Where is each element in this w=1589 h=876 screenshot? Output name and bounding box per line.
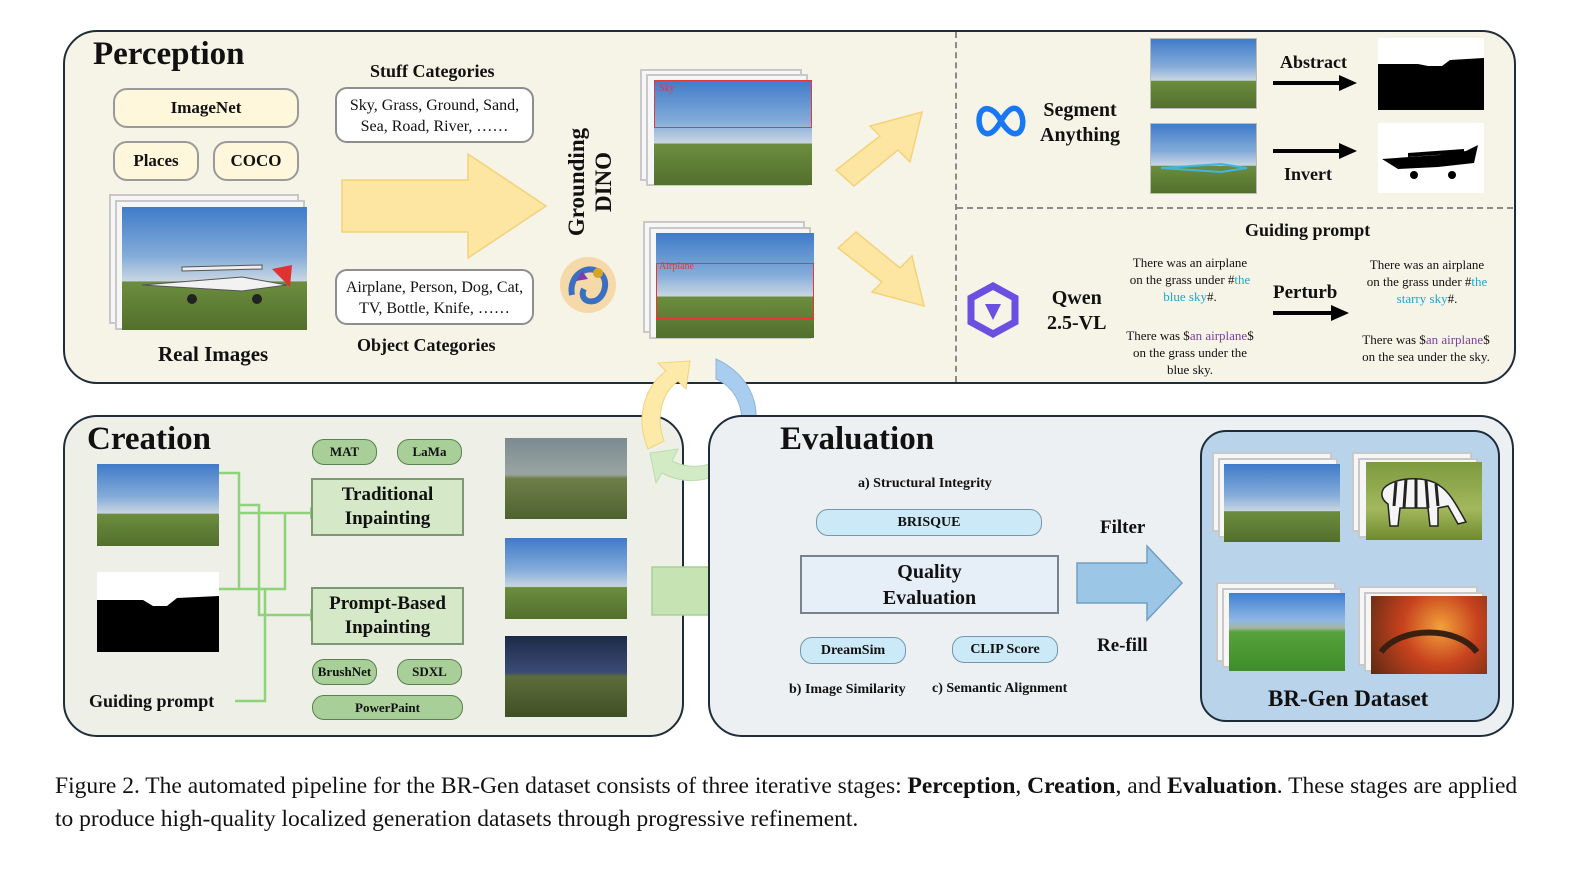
image-similarity-label: b) Image Similarity	[789, 682, 906, 697]
perception-horizontal-divider	[957, 207, 1513, 209]
refill-label: Re-fill	[1097, 635, 1148, 656]
creation-output-image-2	[505, 538, 627, 619]
method-mat: MAT	[312, 439, 377, 465]
segment-anything-label: Segment Anything	[1040, 99, 1121, 146]
perception-vertical-divider	[955, 32, 957, 382]
yellow-arrow-up	[834, 110, 924, 187]
perturb-label: Perturb	[1273, 282, 1338, 303]
prompt-2-perturbed: There was $an airplane$ on the sea under…	[1362, 332, 1490, 364]
stuff-categories-items: Sky, Grass, Ground, Sand, Sea, Road, Riv…	[349, 97, 520, 135]
dataset-coco: COCO	[213, 141, 299, 181]
abstract-arrow	[1273, 75, 1357, 91]
airplane-bbox-label: Airplane	[659, 261, 694, 272]
stuff-categories-title: Stuff Categories	[370, 61, 495, 81]
abstract-mask	[1378, 38, 1484, 110]
brisque-pill: BRISQUE	[816, 509, 1042, 536]
prompt-1-original: There was an airplane on the grass under…	[1129, 255, 1251, 304]
real-image-airplane	[122, 207, 307, 330]
airplane-result-image: Airplane	[656, 233, 814, 338]
object-categories-title: Object Categories	[357, 335, 496, 355]
figure-caption: Figure 2. The automated pipeline for the…	[55, 773, 1518, 832]
creation-connector-lines	[219, 471, 318, 703]
method-sdxl: SDXL	[397, 659, 462, 685]
prompt-1-perturbed: There was an airplane on the grass under…	[1366, 257, 1488, 306]
invert-mask	[1378, 123, 1484, 193]
zebra-icon	[1381, 478, 1468, 527]
guiding-prompt-title: Guiding prompt	[1245, 220, 1371, 240]
qwen-logo-icon	[967, 282, 1019, 338]
airplane-bbox	[656, 263, 814, 319]
method-brushnet: BrushNet	[312, 659, 377, 685]
qwen-label: Qwen 2.5-VL	[1047, 287, 1107, 334]
dataset-places: Places	[113, 141, 199, 181]
quality-evaluation-box: Quality Evaluation	[800, 555, 1059, 614]
dataset-image-airplane	[1224, 464, 1340, 542]
creation-output-image-1	[505, 438, 627, 519]
structural-integrity-label: a) Structural Integrity	[858, 476, 992, 491]
airplane-outline-icon	[1160, 162, 1248, 174]
creation-mask-shape	[97, 572, 219, 606]
dataset-imagenet: ImageNet	[113, 88, 299, 128]
sky-bbox	[654, 80, 812, 128]
dataset-image-zebra	[1366, 462, 1482, 540]
dataset-image-autumn-bridge	[1371, 596, 1487, 674]
airplane-icon	[141, 264, 292, 304]
invert-arrow	[1273, 143, 1357, 159]
traditional-inpainting-box: Traditional Inpainting	[311, 478, 464, 536]
real-images-label: Real Images	[158, 342, 269, 366]
grounding-dino-mascot-icon	[560, 257, 616, 313]
creation-output-image-3	[505, 636, 627, 717]
method-powerpaint: PowerPaint	[312, 695, 463, 720]
big-blue-arrow	[1076, 544, 1184, 622]
creation-input-image	[97, 464, 219, 546]
perturb-arrow	[1273, 305, 1349, 321]
semantic-alignment-label: c) Semantic Alignment	[932, 681, 1068, 696]
sky-bbox-label: Sky	[659, 83, 675, 94]
object-categories-items: Airplane, Person, Dog, Cat, TV, Bottle, …	[345, 279, 524, 317]
grounding-dino-label: Grounding DINO	[564, 127, 616, 237]
stuff-categories-box: Sky, Grass, Ground, Sand, Sea, Road, Riv…	[335, 87, 534, 143]
method-lama: LaMa	[397, 439, 462, 465]
meta-logo-icon	[976, 105, 1026, 137]
sky-result-image: Sky	[654, 80, 812, 185]
sam-input-image-1	[1150, 38, 1257, 109]
yellow-arrow-down	[836, 231, 926, 308]
abstract-mask-shape	[1378, 38, 1484, 66]
perception-title: Perception	[93, 36, 245, 72]
evaluation-title: Evaluation	[780, 421, 935, 457]
object-categories-box: Airplane, Person, Dog, Cat, TV, Bottle, …	[335, 269, 534, 325]
creation-input-mask	[97, 572, 219, 652]
filter-label: Filter	[1100, 517, 1146, 538]
abstract-label: Abstract	[1280, 52, 1347, 72]
sam-input-image-2	[1150, 123, 1257, 194]
prompt-based-inpainting-box: Prompt-Based Inpainting	[311, 587, 464, 645]
br-gen-dataset-label: BR-Gen Dataset	[1268, 686, 1429, 711]
dataset-image-meadow	[1229, 593, 1345, 671]
creation-title: Creation	[87, 421, 212, 457]
creation-guiding-prompt-label: Guiding prompt	[89, 691, 215, 711]
big-yellow-arrow	[341, 152, 548, 260]
bridge-icon	[1378, 629, 1480, 655]
clip-score-pill: CLIP Score	[952, 636, 1058, 663]
prompt-2-original: There was $an airplane$ on the grass und…	[1126, 328, 1254, 377]
airplane-silhouette-icon	[1382, 145, 1478, 179]
dreamsim-pill: DreamSim	[800, 637, 906, 664]
invert-label: Invert	[1284, 164, 1332, 184]
